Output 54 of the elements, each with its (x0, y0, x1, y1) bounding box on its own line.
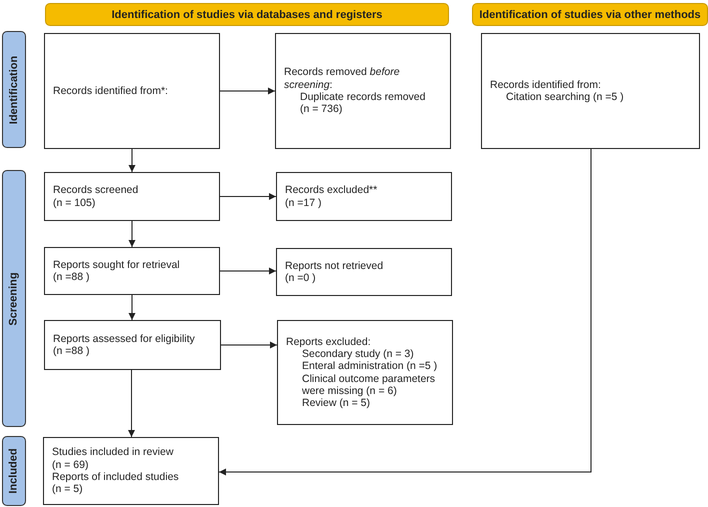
box-text: Reports assessed for eligibility (53, 332, 195, 345)
phase-label (2, 436, 26, 506)
arrow (128, 220, 136, 248)
box-text: (n =88 ) (53, 345, 90, 358)
box-text: Reports not retrieved (285, 260, 384, 272)
process-box (44, 247, 220, 295)
box-text: Reports of included studies (52, 471, 179, 484)
phase-text: Identification (8, 55, 20, 124)
phase-text: Screening (8, 272, 20, 326)
box-text: Records identified from: (490, 78, 601, 91)
phase-text: Included (8, 448, 20, 494)
box-text: Duplicate records removed (299, 91, 426, 104)
box-text: Records excluded** (285, 184, 378, 196)
box-text: (n = 736) (299, 103, 342, 116)
header-text: Identification of studies via other methods (479, 8, 701, 20)
arrow (220, 268, 276, 274)
box-text: Reports sought for retrieval (53, 258, 180, 271)
arrow (128, 370, 135, 438)
process-box (44, 320, 221, 370)
section-header (45, 3, 449, 26)
box-text: Citation searching (n =5 ) (505, 91, 624, 104)
box-text: (n =0 ) (285, 272, 316, 284)
header-text: Identification of studies via databases and registers (112, 8, 382, 20)
phase-label (2, 31, 26, 148)
arrow (128, 294, 136, 320)
arrow (218, 148, 592, 476)
box-text: Records identified from*: (53, 84, 168, 98)
process-box (276, 248, 452, 296)
box-text: Reports excluded: (286, 336, 371, 348)
box-text: Records screened (53, 184, 138, 196)
box-text: (n = 69) (52, 458, 88, 471)
box-text: Secondary study (n = 3) (301, 348, 414, 360)
box-text: Studies included in review (52, 446, 174, 459)
process-box (481, 33, 700, 149)
box-text: (n = 5) (52, 483, 83, 496)
arrow (220, 193, 276, 200)
process-box (44, 33, 220, 149)
box-text: Records removed before screening: (284, 66, 401, 91)
process-box (43, 437, 219, 505)
arrow (220, 88, 276, 94)
box-text: (n =17 ) (285, 196, 322, 209)
box-text: (n = 105) (53, 196, 96, 209)
arrow (220, 342, 278, 348)
arrow (128, 148, 136, 172)
box-text: Review (n = 5) (301, 397, 370, 410)
box-text: (n =88 ) (53, 271, 90, 284)
box-text: Clinical outcome parameters were missing (n = 6) (301, 372, 436, 398)
process-box (277, 320, 453, 425)
process-box (276, 172, 452, 221)
phase-label (2, 170, 26, 427)
section-header (472, 3, 708, 26)
process-box (275, 33, 451, 149)
box-text: Enteral administration (n =5 ) (301, 360, 438, 372)
process-box (44, 172, 220, 221)
